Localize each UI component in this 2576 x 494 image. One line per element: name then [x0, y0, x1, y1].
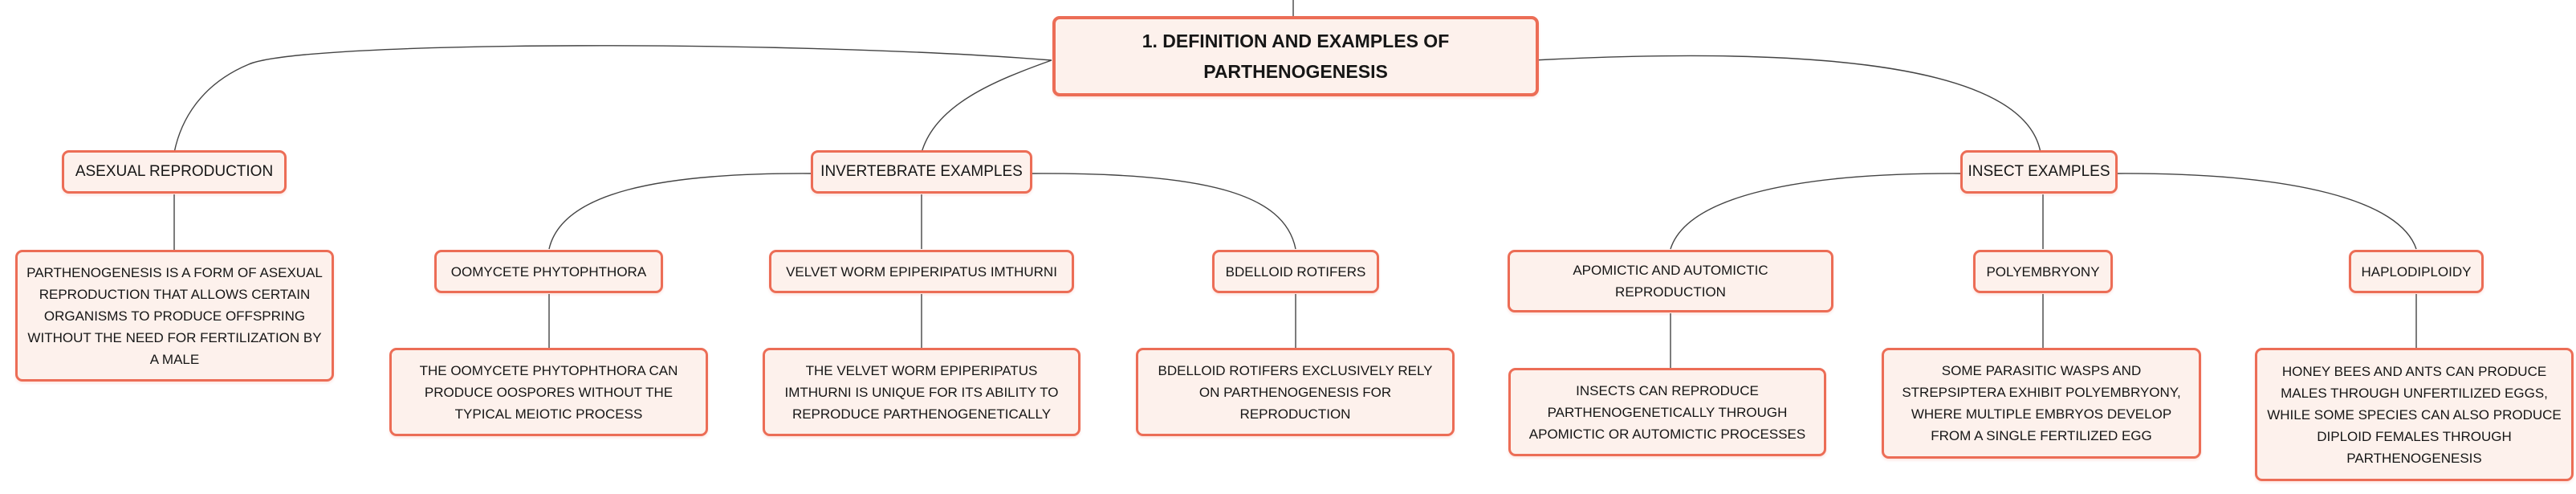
detail-polyembryony[interactable]: SOME PARASITIC WASPS AND STREPSIPTERA EX…: [1882, 348, 2201, 459]
connector-root-asexual: [173, 45, 1052, 153]
subtopic-apomictic-automictic-label: APOMICTIC AND AUTOMICTIC REPRODUCTION: [1573, 263, 1768, 300]
detail-haplodiploidy-text: HONEY BEES AND ANTS CAN PRODUCE MALES TH…: [2267, 363, 2562, 466]
root-topic[interactable]: 1. DEFINITION AND EXAMPLES OF PARTHENOGE…: [1052, 16, 1539, 96]
subtopic-oomycete-phytophthora[interactable]: OOMYCETE PHYTOPHTHORA: [434, 250, 663, 293]
connector-insect-haplodiploidy: [2117, 173, 2417, 250]
root-topic-label: 1. DEFINITION AND EXAMPLES OF PARTHENOGE…: [1141, 31, 1450, 82]
detail-bdelloid-rotifers-text: BDELLOID ROTIFERS EXCLUSIVELY RELY ON PA…: [1158, 362, 1433, 422]
subtopic-polyembryony[interactable]: POLYEMBRYONY: [1973, 250, 2113, 293]
detail-asexual-reproduction[interactable]: PARTHENOGENESIS IS A FORM OF ASEXUAL REP…: [15, 250, 334, 382]
subtopic-bdelloid-rotifers-label: BDELLOID ROTIFERS: [1225, 263, 1366, 280]
detail-asexual-reproduction-text: PARTHENOGENESIS IS A FORM OF ASEXUAL REP…: [26, 264, 323, 367]
connector-root-insect: [1532, 55, 2041, 153]
topic-invertebrate-examples[interactable]: INVERTEBRATE EXAMPLES: [811, 150, 1032, 194]
subtopic-haplodiploidy-label: HAPLODIPLOIDY: [2361, 263, 2472, 280]
detail-haplodiploidy[interactable]: HONEY BEES AND ANTS CAN PRODUCE MALES TH…: [2255, 348, 2574, 481]
connector-insect-apomictic: [1670, 173, 1961, 250]
detail-bdelloid-rotifers[interactable]: BDELLOID ROTIFERS EXCLUSIVELY RELY ON PA…: [1136, 348, 1455, 436]
subtopic-haplodiploidy[interactable]: HAPLODIPLOIDY: [2349, 250, 2484, 293]
subtopic-velvet-worm-label: VELVET WORM EPIPERIPATUS IMTHURNI: [786, 263, 1057, 280]
detail-oomycete-phytophthora[interactable]: THE OOMYCETE PHYTOPHTHORA CAN PRODUCE OO…: [389, 348, 708, 436]
connector-invertebrate-bdelloid: [1032, 173, 1296, 250]
connector-invertebrate-oomycete: [548, 173, 812, 250]
topic-asexual-reproduction[interactable]: ASEXUAL REPRODUCTION: [62, 150, 287, 194]
topic-insect-examples[interactable]: INSECT EXAMPLES: [1960, 150, 2118, 194]
topic-invertebrate-examples-label: INVERTEBRATE EXAMPLES: [820, 163, 1023, 180]
connector-root-invertebrate: [921, 59, 1052, 153]
detail-velvet-worm[interactable]: THE VELVET WORM EPIPERIPATUS IMTHURNI IS…: [763, 348, 1080, 436]
detail-apomictic-automictic[interactable]: INSECTS CAN REPRODUCE PARTHENOGENETICALL…: [1508, 368, 1826, 456]
detail-oomycete-phytophthora-text: THE OOMYCETE PHYTOPHTHORA CAN PRODUCE OO…: [419, 362, 678, 422]
topic-insect-examples-label: INSECT EXAMPLES: [1968, 163, 2110, 180]
detail-velvet-worm-text: THE VELVET WORM EPIPERIPATUS IMTHURNI IS…: [784, 362, 1059, 422]
subtopic-oomycete-phytophthora-label: OOMYCETE PHYTOPHTHORA: [450, 263, 647, 280]
subtopic-velvet-worm[interactable]: VELVET WORM EPIPERIPATUS IMTHURNI: [769, 250, 1074, 293]
detail-apomictic-automictic-text: INSECTS CAN REPRODUCE PARTHENOGENETICALL…: [1528, 382, 1806, 442]
subtopic-bdelloid-rotifers[interactable]: BDELLOID ROTIFERS: [1212, 250, 1379, 293]
subtopic-apomictic-automictic[interactable]: APOMICTIC AND AUTOMICTIC REPRODUCTION: [1508, 250, 1833, 312]
subtopic-polyembryony-label: POLYEMBRYONY: [1986, 263, 2100, 280]
topic-asexual-reproduction-label: ASEXUAL REPRODUCTION: [75, 163, 274, 180]
detail-polyembryony-text: SOME PARASITIC WASPS AND STREPSIPTERA EX…: [1902, 363, 2181, 443]
